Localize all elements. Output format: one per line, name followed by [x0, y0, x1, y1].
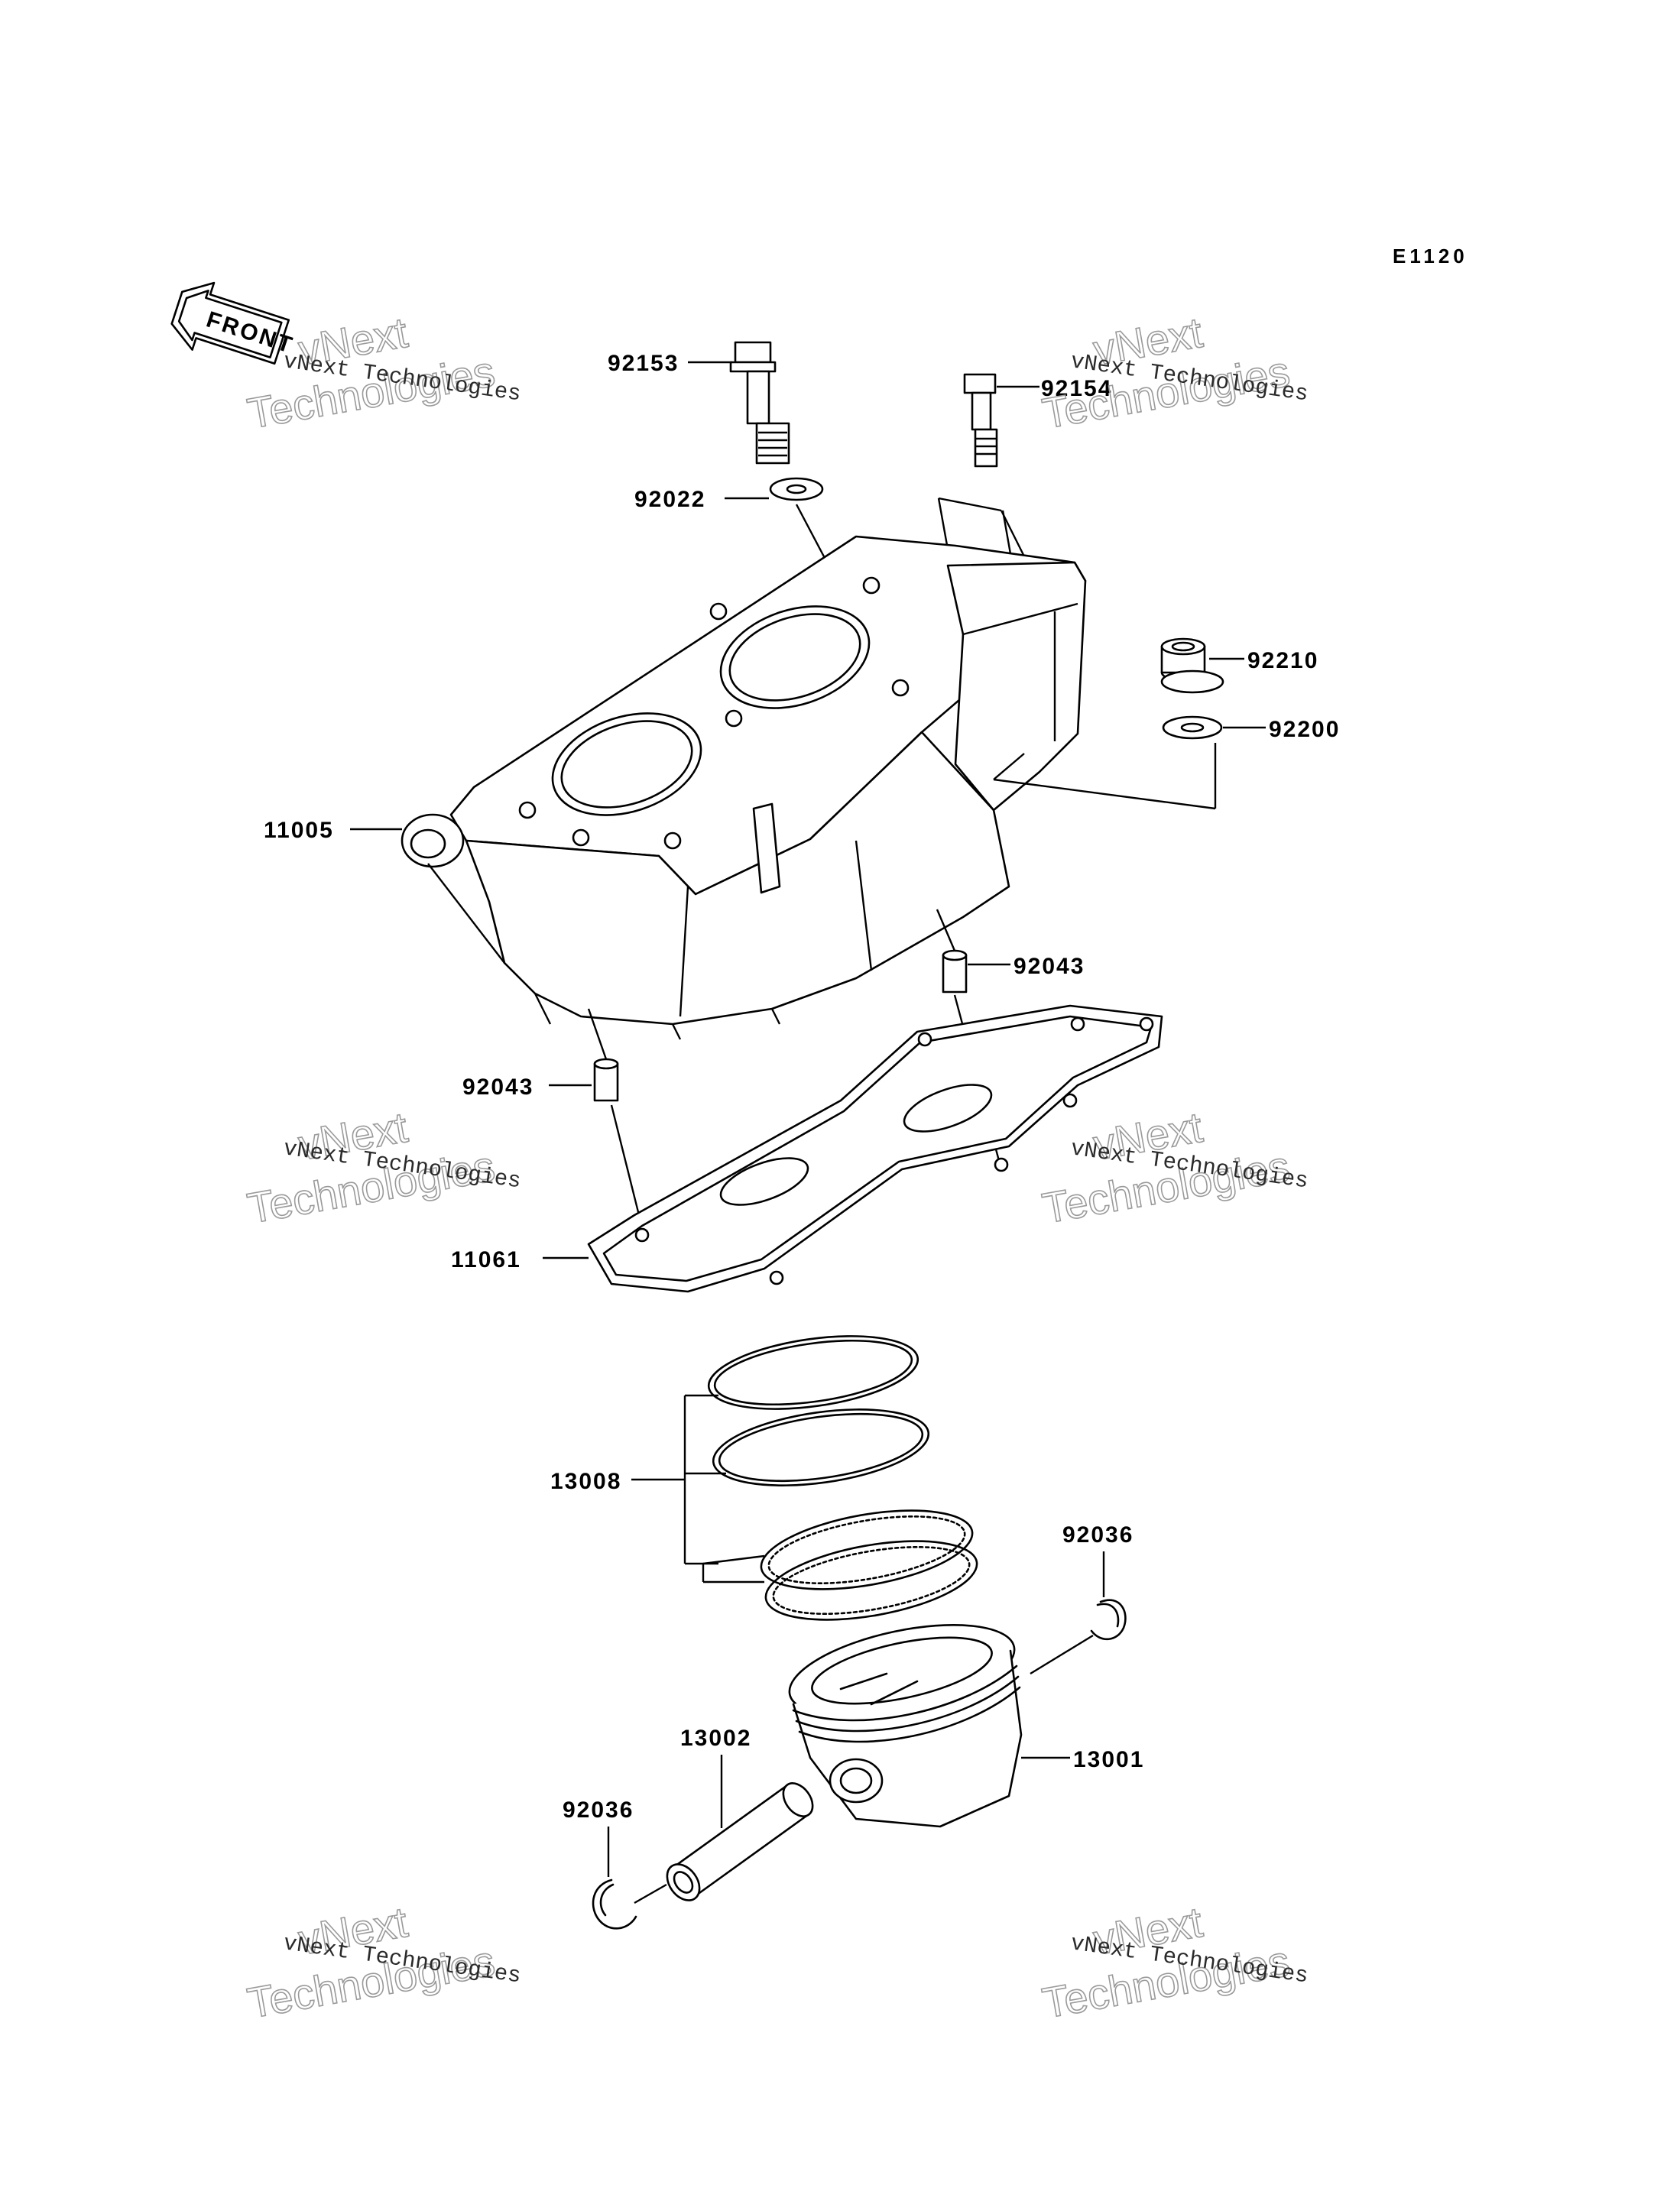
dowel-92043-right-icon — [942, 949, 968, 994]
gasket-11061-icon — [587, 1004, 1163, 1293]
page-code: E1120 — [1393, 245, 1468, 267]
label-11005: 11005 — [264, 818, 334, 843]
label-92036-right: 92036 — [1062, 1522, 1134, 1548]
piston-13001-icon — [788, 1624, 1023, 1828]
collar-92210-icon — [1160, 637, 1224, 694]
label-11061: 11061 — [451, 1247, 521, 1272]
label-92043-left: 92043 — [462, 1075, 534, 1100]
washer-92022-icon — [769, 477, 824, 501]
label-92200: 92200 — [1269, 717, 1340, 742]
dowel-92043-left-icon — [593, 1058, 619, 1102]
label-92153: 92153 — [608, 351, 679, 376]
label-92210: 92210 — [1247, 648, 1318, 673]
label-13001: 13001 — [1073, 1747, 1144, 1772]
label-13008: 13008 — [550, 1469, 621, 1494]
washer-92200-icon — [1162, 715, 1223, 740]
label-13002: 13002 — [680, 1726, 751, 1751]
label-92022: 92022 — [634, 487, 705, 512]
circlip-92036-left-icon — [592, 1878, 637, 1930]
label-92043-right: 92043 — [1014, 954, 1085, 979]
circlip-92036-right-icon — [1090, 1599, 1127, 1641]
label-92036-left: 92036 — [563, 1797, 634, 1823]
label-92154: 92154 — [1041, 376, 1112, 401]
piston-rings-13008-icon — [707, 1335, 978, 1621]
piston-pin-13002-icon — [666, 1782, 814, 1901]
bolt-92154-icon — [963, 373, 998, 468]
bolt-92153-icon — [729, 341, 790, 465]
cylinder-block-icon — [401, 535, 1087, 1040]
